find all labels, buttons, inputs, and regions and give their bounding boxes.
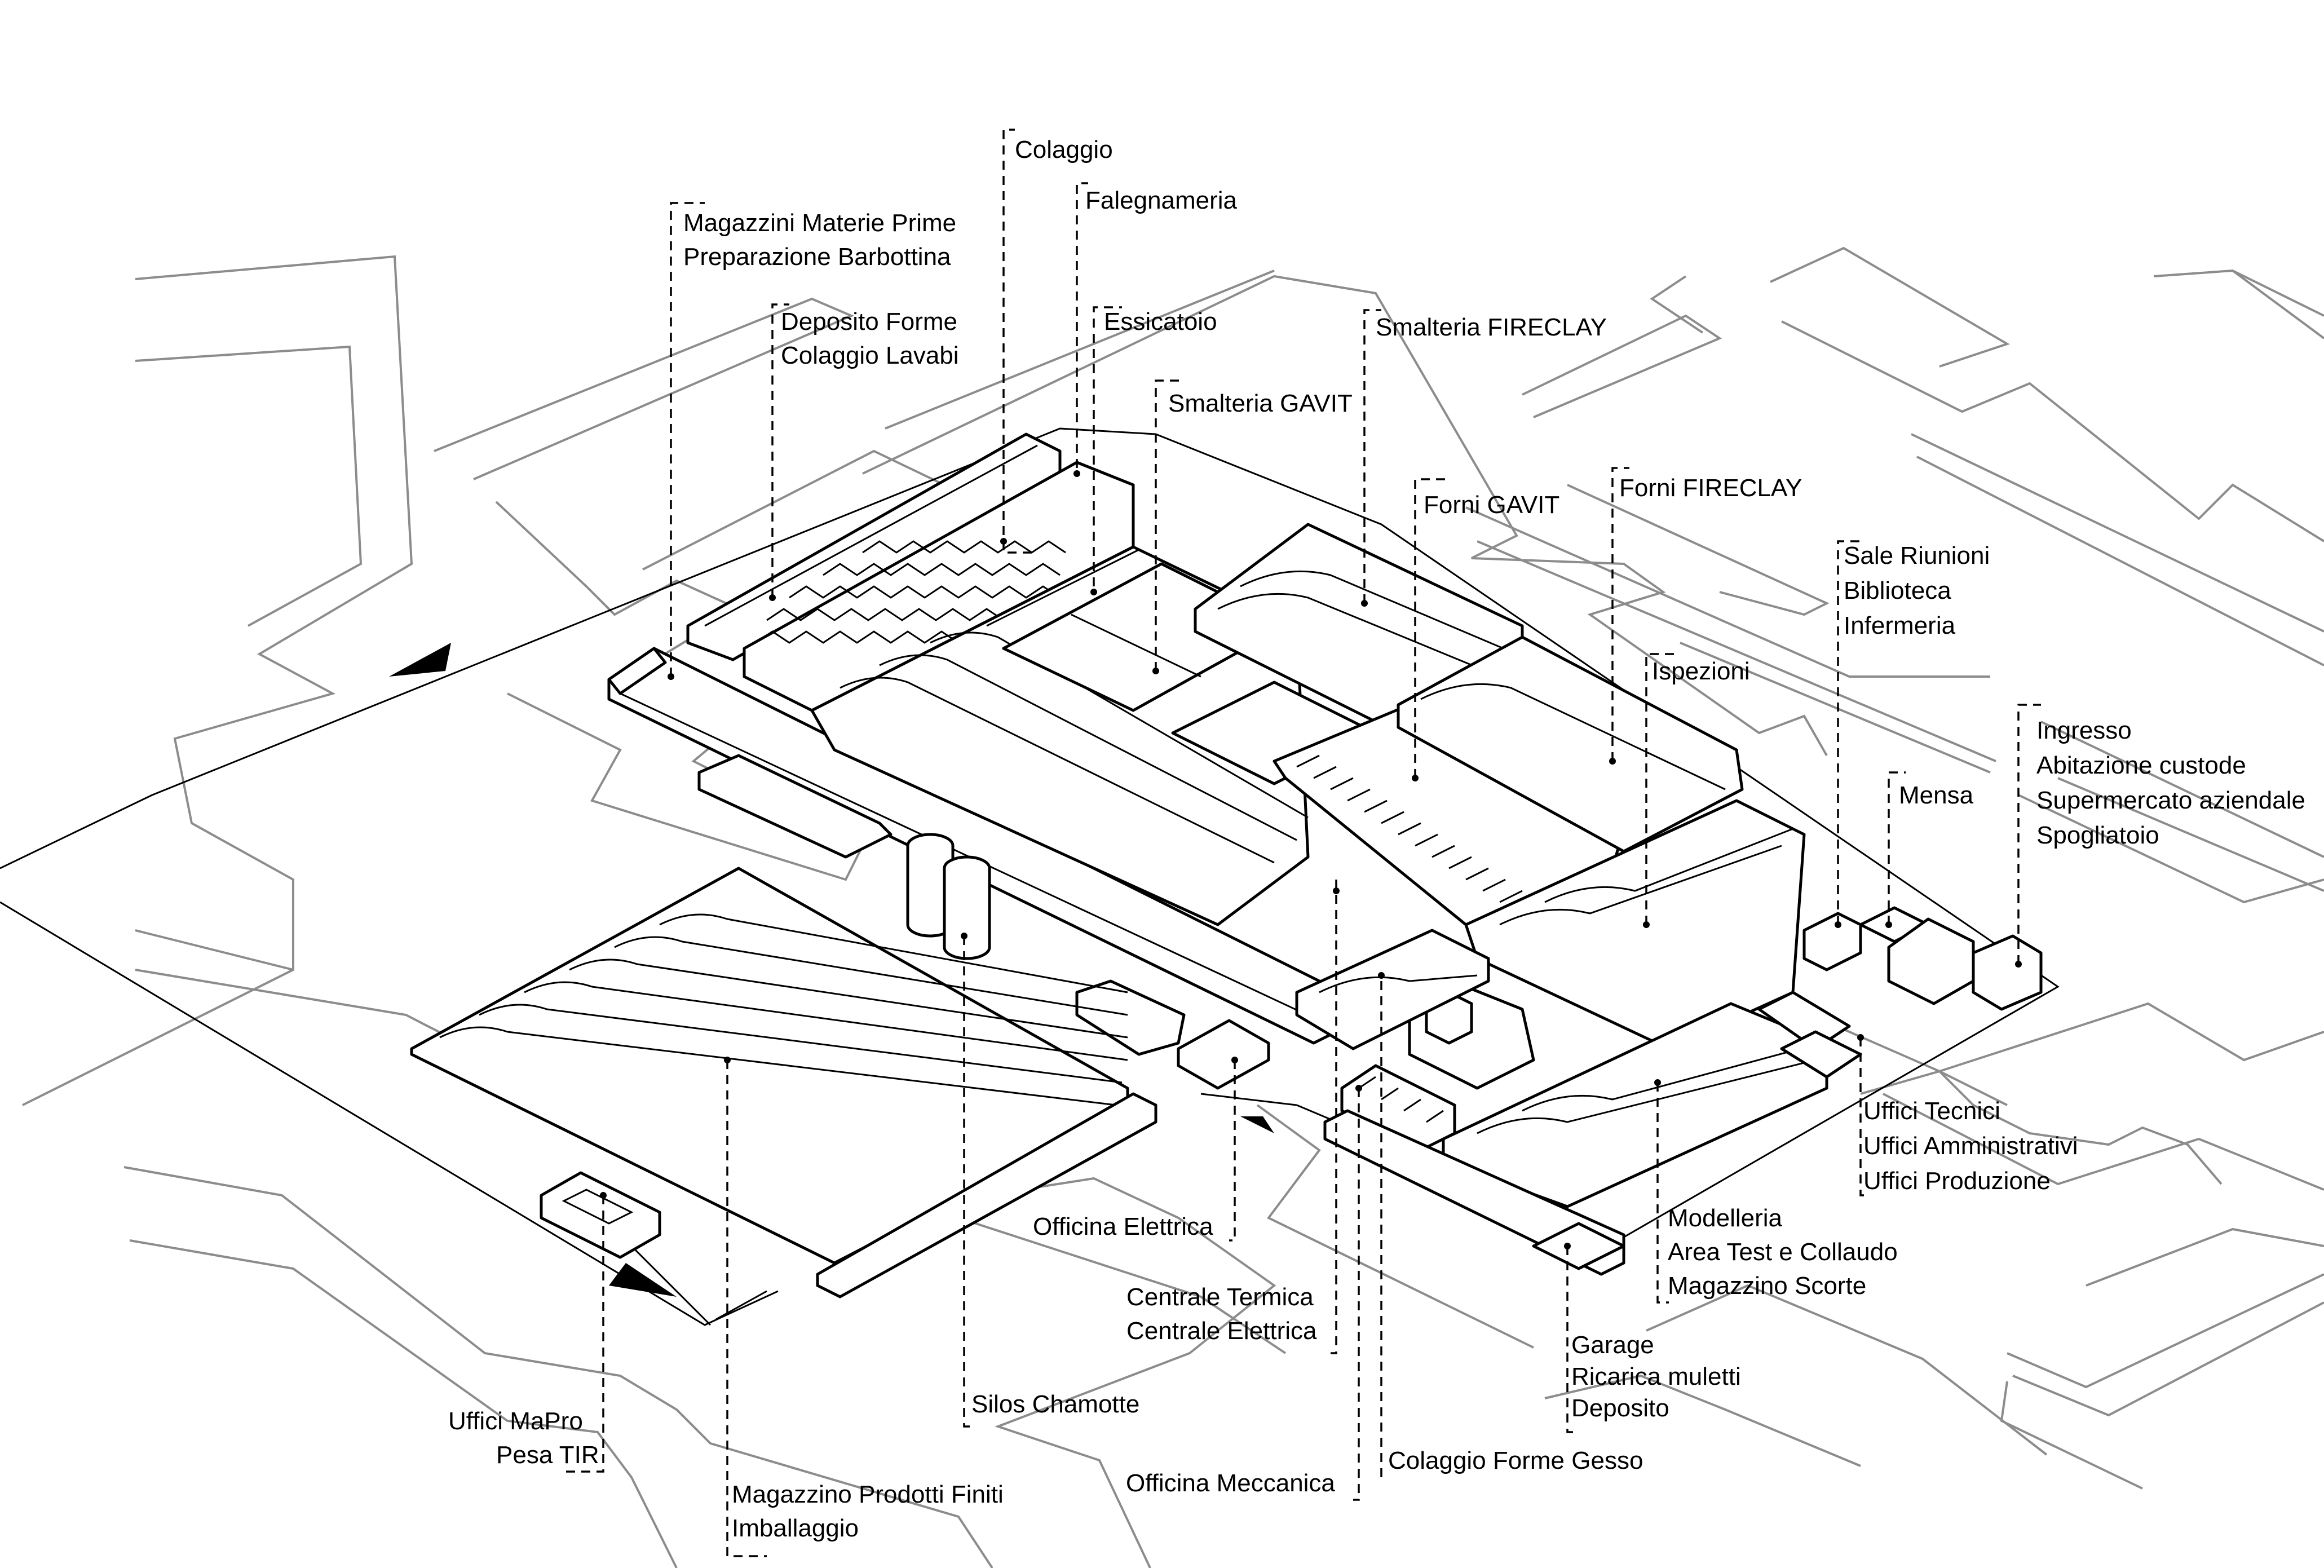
building-silos [906, 833, 991, 960]
marker-dots [600, 470, 2022, 1249]
building-officina-meccanica [1295, 929, 1490, 1050]
label-silos-chamotte: Silos Chamotte [971, 1390, 1139, 1418]
label-forni-gavit: Forni GAVIT [1424, 491, 1559, 519]
building-officina-elettrica [1075, 979, 1270, 1090]
building-ingresso [1887, 917, 2043, 1011]
label-centrale-termica: Centrale Termica Centrale Elettrica [1126, 1283, 1320, 1345]
leader-colaggio [1002, 129, 1032, 554]
label-smalteria-fireclay: Smalteria FIRECLAY [1376, 313, 1607, 341]
label-officina-elettrica: Officina Elettrica [1033, 1213, 1213, 1240]
label-forni-fireclay: Forni FIRECLAY [1619, 474, 1802, 502]
leader-smalteria-fireclay [1363, 309, 1381, 603]
building-magazzino-prodotti-finiti [410, 867, 1129, 1265]
label-ispezioni: Ispezioni [1652, 657, 1750, 685]
leader-magazzini-materie-prime [670, 202, 705, 677]
leader-forni-gavit [1414, 478, 1449, 778]
building-small-annex-west [697, 754, 893, 859]
leader-deposito-forme [771, 303, 789, 598]
leader-uffici-mapro [564, 1195, 604, 1473]
leader-sale-riunioni [1837, 540, 1861, 925]
leader-ispezioni [1645, 653, 1680, 925]
leader-silos-chamotte [963, 936, 970, 1428]
building-uffici-tecnici [1757, 991, 1862, 1079]
label-uffici-tecnici: Uffici Tecnici Uffici Amministrativi Uff… [1863, 1097, 2085, 1195]
entrance-arrow-north-west [389, 643, 451, 677]
label-garage: Garage Ricarica muletti Deposito [1571, 1331, 1748, 1422]
label-modelleria: Modelleria Area Test e Collaudo Magazzin… [1668, 1204, 1905, 1300]
leader-colaggio-forme-gesso [1380, 981, 1387, 1478]
leader-officina-elettrica [1229, 1060, 1236, 1242]
building-loading-bar [816, 1092, 1157, 1298]
label-magazzini-materie-prime: Magazzini Materie Prime Preparazione Bar… [683, 209, 963, 271]
leader-ingresso [2017, 704, 2041, 964]
entrance-arrow-south-west [609, 1263, 677, 1297]
building-forni-fireclay [1397, 635, 1744, 853]
leader-magazzino-prodotti-finiti [726, 1060, 767, 1557]
building-colaggio-forme-gesso [1340, 1064, 1456, 1152]
leader-modelleria [1656, 1083, 1669, 1304]
label-colaggio: Colaggio [1015, 136, 1113, 164]
building-uffici-mapro [540, 1171, 661, 1259]
leader-officina-meccanica [1353, 1088, 1360, 1501]
label-smalteria-gavit: Smalteria GAVIT [1168, 390, 1353, 417]
leader-garage [1566, 1246, 1573, 1433]
label-sale-riunioni: Sale Riunioni Biblioteca Infermeria [1844, 542, 1997, 639]
labels: Colaggio Falegnameria Magazzini Materie … [448, 136, 2312, 1542]
label-deposito-forme: Deposito Forme Colaggio Lavabi [781, 308, 964, 369]
label-colaggio-forme-gesso: Colaggio Forme Gesso [1388, 1447, 1643, 1474]
label-mensa: Mensa [1899, 781, 1974, 809]
label-uffici-mapro: Uffici MaPro Pesa TIR [448, 1407, 599, 1469]
building-garage [1323, 1109, 1625, 1276]
leader-forni-fireclay [1611, 467, 1629, 761]
leader-uffici-tecnici [1859, 1037, 1866, 1196]
label-ingresso: Ingresso Abitazione custode Supermercato… [2036, 717, 2312, 849]
leader-essicatoio [1093, 306, 1122, 586]
label-falegnameria: Falegnameria [1085, 187, 1238, 214]
leader-falegnameria [1076, 182, 1088, 468]
building-sale-riunioni [1802, 912, 1862, 971]
label-magazzino-prodotti-finiti: Magazzino Prodotti Finiti Imballaggio [732, 1481, 1010, 1542]
leader-lines [564, 129, 2041, 1557]
leader-centrale-termica [1331, 880, 1337, 1354]
leader-mensa [1888, 771, 1906, 925]
entrance-arrow-center [1240, 1116, 1274, 1133]
label-officina-meccanica: Officina Meccanica [1126, 1469, 1335, 1497]
leader-smalteria-gavit [1155, 379, 1184, 671]
label-essicatoio: Essicatoio [1104, 308, 1217, 335]
